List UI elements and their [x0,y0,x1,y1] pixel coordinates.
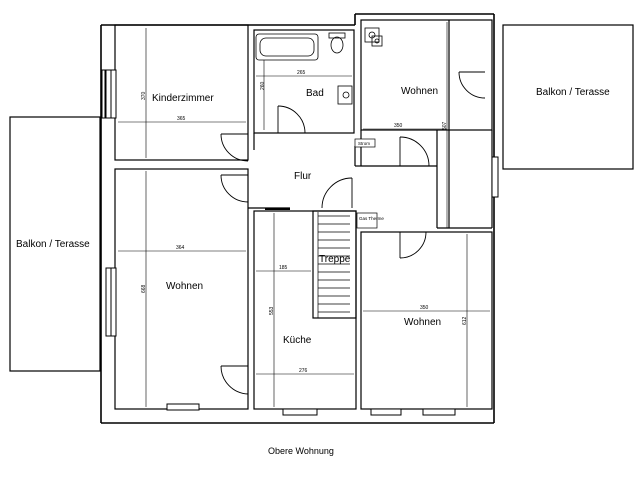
chimney-icon [364,27,383,47]
dim-kueche-w2: 276 [299,368,308,374]
outer-walls [100,13,495,424]
dim-kueche-w1: 185 [279,265,288,271]
strom-label: Strom [358,141,370,146]
sink-icon [337,85,353,105]
room-treppe: Treppe [319,254,351,265]
dim-kueche-h: 553 [269,306,275,315]
dim-wohnen-w-h: 668 [141,284,147,293]
room-wohnen-w: Wohnen [166,281,203,292]
gas-therme-label: Gas Therme [359,216,384,221]
windows [101,69,499,416]
balcony-east [502,24,634,170]
stair-treads [317,212,350,318]
dim-wohnen-w-w: 364 [176,245,185,251]
room-walls [114,19,493,410]
room-kueche: Küche [283,335,312,346]
balcony-west [9,116,101,372]
dim-wohnen-ne-h: 507 [442,121,448,130]
room-balkon-east: Balkon / Terasse [536,87,610,98]
room-bad: Bad [306,88,324,99]
dim-wohnen-se-w: 350 [420,305,429,311]
strom-box: Strom [354,138,376,148]
dim-kinder-w: 365 [177,116,186,122]
room-kinderzimmer: Kinderzimmer [152,93,214,104]
dim-bad-h: 260 [260,81,266,90]
room-wohnen-se: Wohnen [404,317,441,328]
dim-wohnen-ne-w: 350 [394,123,403,129]
plan-title: Obere Wohnung [268,446,334,456]
bathtub-icon [255,33,319,61]
dimension-lines [118,22,490,407]
room-wohnen-ne: Wohnen [401,86,438,97]
room-balkon-west: Balkon / Terasse [16,239,90,250]
dim-wohnen-se-h: 612 [462,316,468,325]
doors [220,71,486,395]
room-flur: Flur [294,171,312,182]
gas-therme-box: Gas Therme [356,212,384,229]
dim-bad-w: 265 [297,70,306,76]
dim-kinder-h: 370 [141,91,147,100]
toilet-icon [328,32,346,54]
